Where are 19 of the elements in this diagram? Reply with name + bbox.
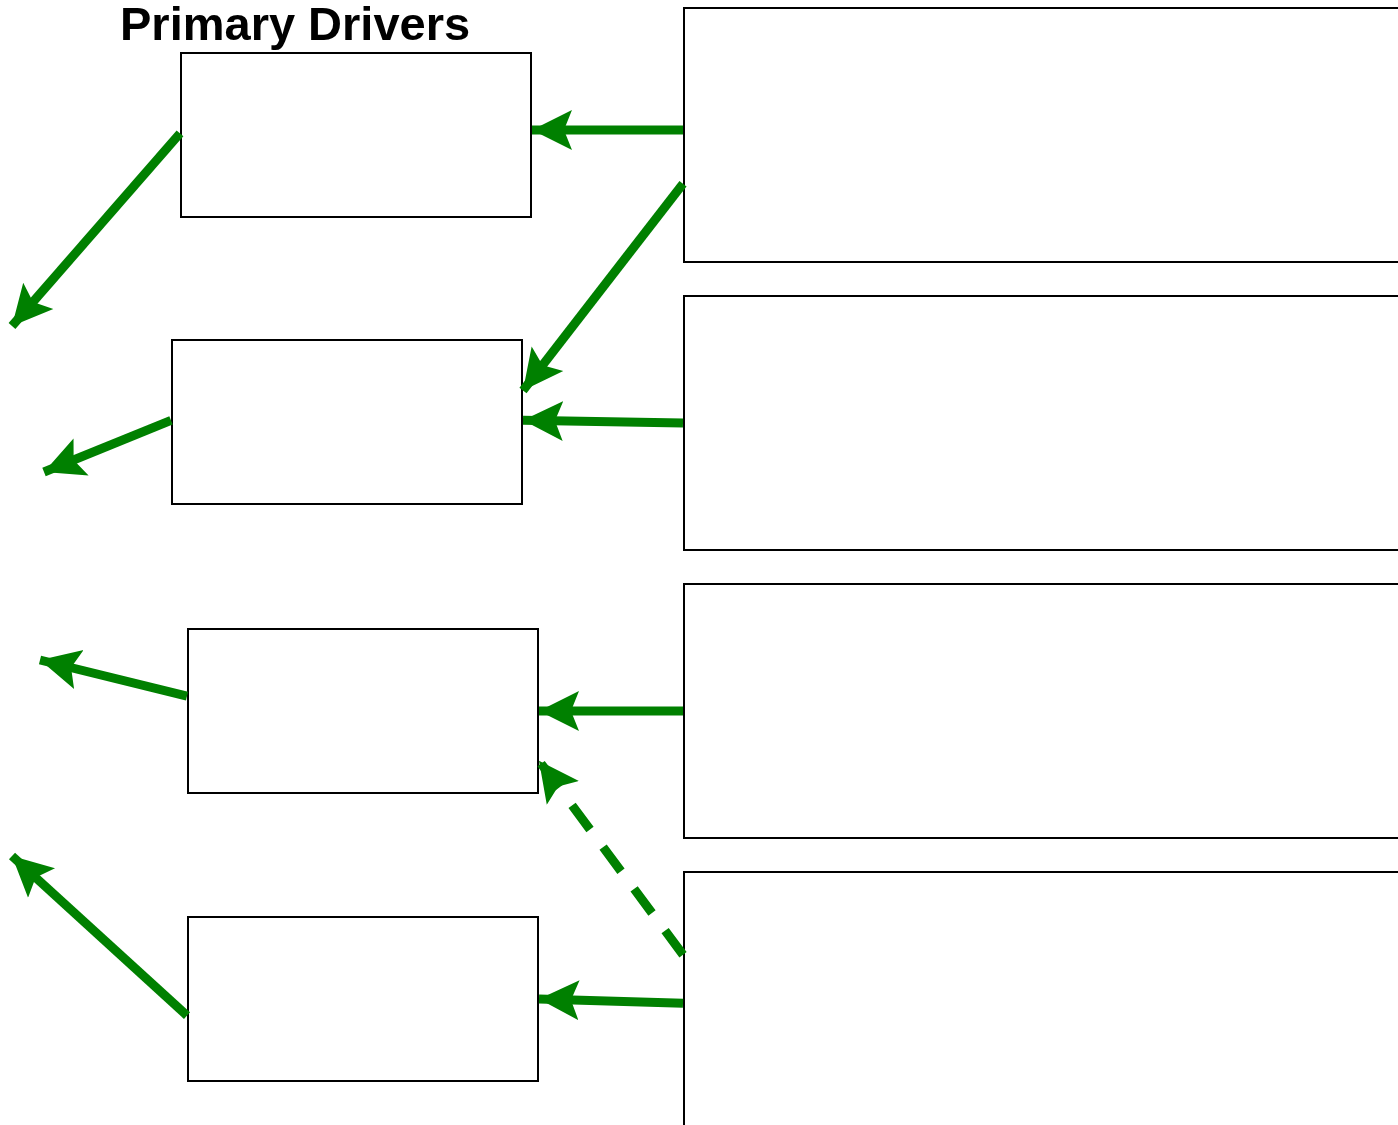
arrow bbox=[522, 401, 684, 441]
empty-box bbox=[180, 52, 532, 218]
title: Primary Drivers bbox=[120, 0, 471, 52]
empty-box bbox=[683, 583, 1398, 839]
empty-box bbox=[187, 628, 539, 794]
arrow bbox=[532, 110, 683, 150]
arrow bbox=[8, 130, 184, 329]
arrow bbox=[538, 980, 684, 1021]
arrow bbox=[519, 180, 687, 394]
arrow bbox=[38, 650, 189, 701]
empty-box bbox=[683, 7, 1398, 263]
empty-box bbox=[683, 295, 1398, 551]
arrow bbox=[8, 852, 191, 1019]
dashed-arrow bbox=[535, 758, 687, 958]
arrow bbox=[539, 691, 683, 731]
empty-box bbox=[171, 339, 523, 505]
empty-box bbox=[187, 916, 539, 1082]
empty-box bbox=[683, 871, 1398, 1125]
arrow bbox=[42, 416, 173, 477]
